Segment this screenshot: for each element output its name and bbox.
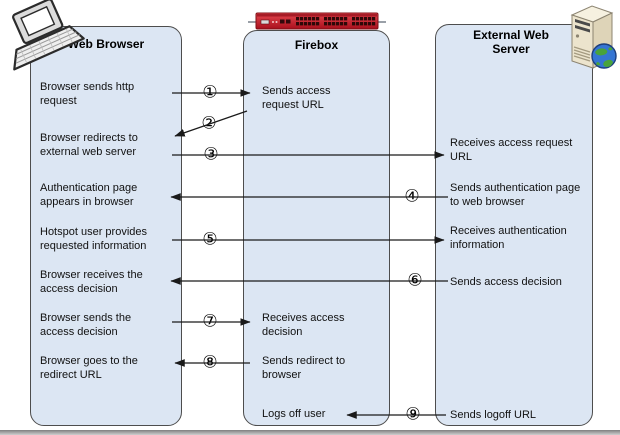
server-step-2: Sends authentication page to web browser (450, 182, 581, 208)
browser-step-3: Authentication page appears in browser (40, 182, 138, 208)
firebox-lane (243, 30, 390, 426)
firebox-step-2: Receives access decision (262, 312, 345, 338)
page-edge (0, 430, 620, 435)
browser-step-7: Browser goes to the redirect URL (40, 355, 138, 381)
globe-icon (591, 43, 617, 69)
web-browser-lane (30, 26, 182, 426)
browser-step-4: Hotspot user provides requested informat… (40, 226, 147, 252)
firebox-step-4: Logs off user (262, 408, 326, 420)
firebox-appliance-icon (248, 12, 386, 30)
server-step-4: Sends access decision (450, 276, 562, 288)
server-step-1: Receives access request URL (450, 137, 573, 163)
arrow-step-2 (174, 110, 248, 137)
firebox-title: Firebox (294, 38, 339, 52)
browser-step-2: Browser redirects to external web server (40, 132, 138, 158)
browser-step-5: Browser receives the access decision (40, 269, 143, 295)
web-server-icon (570, 5, 617, 69)
laptop-icon (12, 0, 85, 71)
web-browser-title: Web Browser (67, 37, 145, 51)
browser-step-1: Browser sends http request (40, 81, 135, 107)
firebox-step-3: Sends redirect to browser (262, 355, 346, 381)
external-web-server-title: External Web Server (473, 28, 549, 56)
external-web-server-lane (435, 24, 593, 426)
browser-step-6: Browser sends the access decision (40, 312, 132, 338)
firebox-step-1: Sends access request URL (262, 85, 331, 111)
server-step-5: Sends logoff URL (450, 409, 537, 421)
server-step-3: Receives authentication information (450, 225, 567, 251)
